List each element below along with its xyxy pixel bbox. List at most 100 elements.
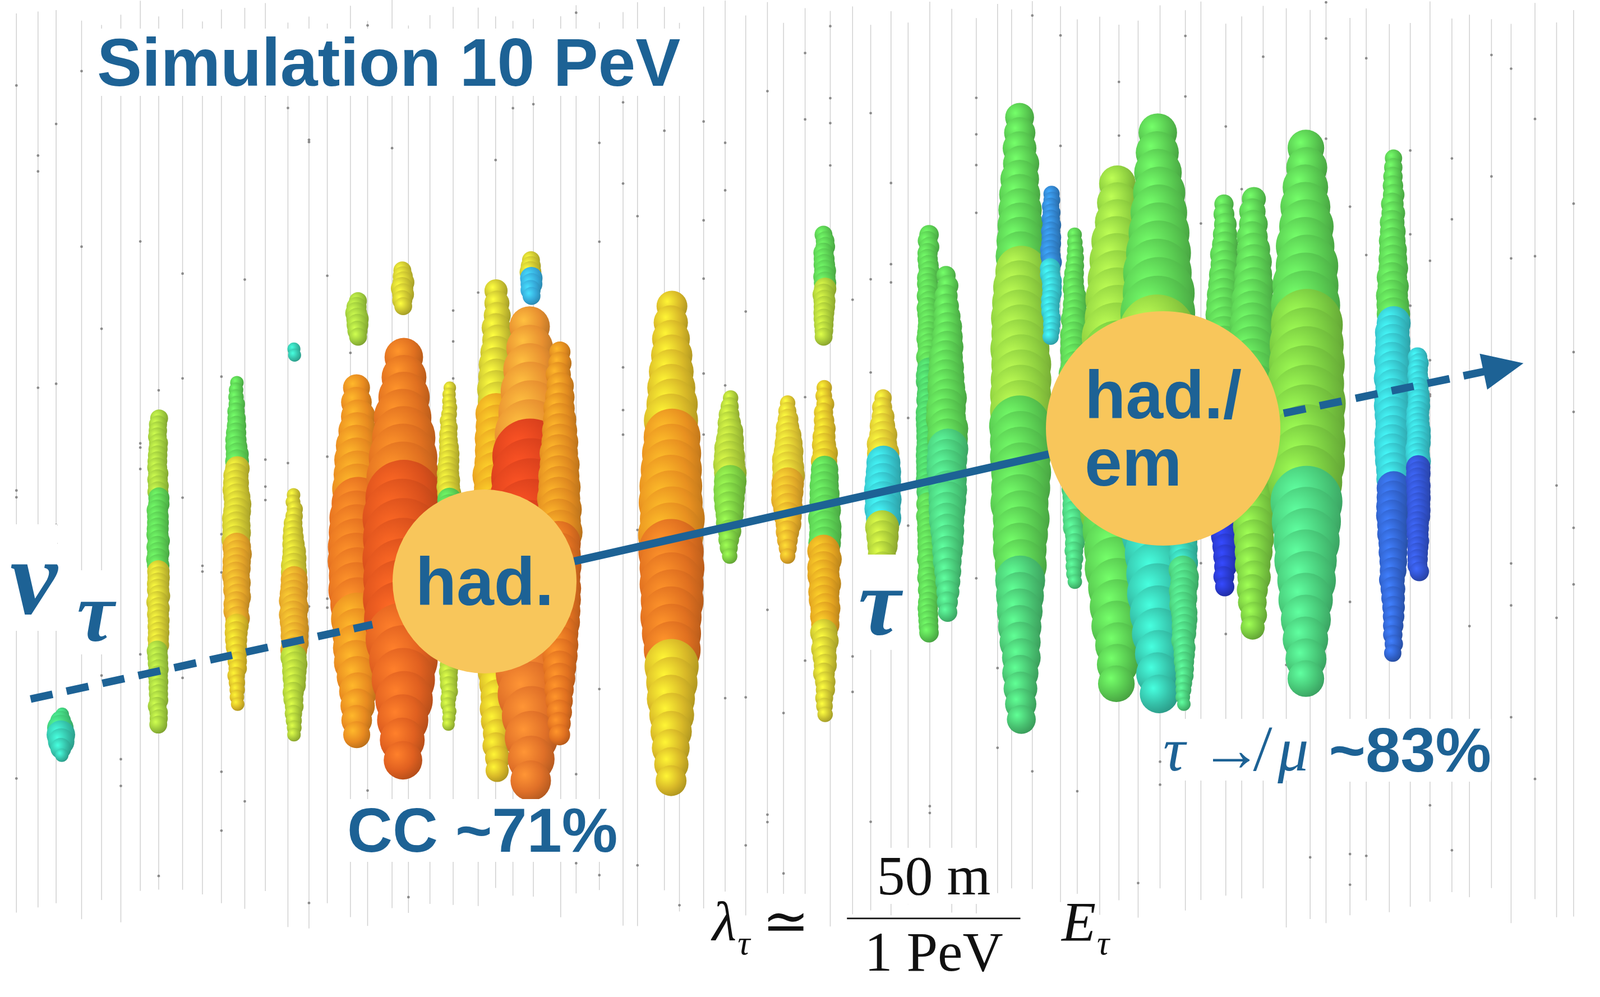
dom-hit — [1215, 577, 1235, 597]
dom-hit — [485, 758, 509, 782]
formula-operator: ≃ — [762, 893, 810, 951]
dom-dot — [744, 844, 748, 847]
dom-dot — [828, 97, 832, 100]
dom-hit — [54, 748, 69, 763]
dom-dot — [15, 777, 18, 781]
dom-dot — [889, 280, 893, 284]
circle-fill — [1045, 311, 1281, 546]
dom-dot — [1428, 358, 1432, 362]
string-line — [100, 24, 102, 900]
fraction-bar — [846, 917, 1021, 920]
dom-dot — [219, 532, 223, 536]
dom-dot — [325, 597, 329, 601]
dom-dot — [1117, 80, 1121, 84]
dom-dot — [851, 690, 855, 694]
dom-dot — [1509, 561, 1513, 565]
dom-dot — [1408, 232, 1412, 236]
dom-dot — [1450, 849, 1454, 852]
dom-dot — [1572, 351, 1576, 354]
string-line — [767, 2, 768, 894]
dom-dot — [662, 129, 666, 133]
decay-note: τ ↛ μ — [1163, 718, 1309, 781]
dom-dot — [974, 211, 978, 215]
string-line — [907, 22, 909, 905]
dom-dot — [219, 375, 223, 378]
dom-dot — [766, 608, 769, 612]
dom-hit — [1042, 328, 1059, 345]
string-line — [622, 11, 624, 926]
dom-hit — [510, 760, 551, 801]
dom-dot — [139, 446, 142, 450]
dom-hit — [1139, 674, 1179, 714]
dom-dot — [286, 461, 290, 465]
dom-dot — [390, 146, 394, 150]
string-line — [703, 6, 704, 909]
dom-dot — [851, 298, 855, 302]
dom-dot — [1059, 144, 1063, 148]
dom-hit — [149, 715, 168, 734]
string-line — [598, 22, 600, 891]
dom-dot — [621, 182, 625, 186]
dom-dot — [974, 96, 978, 100]
dom-dot — [407, 896, 410, 899]
dom-hit — [288, 348, 302, 362]
dom-dot — [1555, 483, 1558, 487]
dom-dot — [139, 441, 142, 445]
dom-dot — [1117, 134, 1121, 137]
dom-dot — [1533, 777, 1537, 781]
dom-dot — [782, 872, 786, 875]
formula-subscript: τ — [1096, 925, 1110, 961]
dom-dot — [1365, 57, 1368, 61]
dom-dot — [1199, 222, 1203, 225]
dom-dot — [702, 372, 705, 376]
dom-hit — [522, 287, 541, 306]
dom-dot — [928, 811, 932, 815]
dom-dot — [100, 327, 104, 331]
outgoing-track — [1283, 371, 1485, 414]
string-line — [804, 8, 806, 918]
dom-dot — [181, 272, 184, 276]
title: Simulation 10 PeV — [97, 28, 681, 96]
dom-hit — [549, 724, 571, 746]
dom-hit — [394, 297, 413, 316]
formula-symbol: λ — [712, 893, 737, 951]
dom-dot — [574, 861, 578, 865]
dom-dot — [974, 577, 978, 580]
string-line — [55, 10, 57, 904]
dom-hit — [1384, 644, 1402, 662]
dom-dot — [54, 382, 58, 386]
string-line — [220, 9, 222, 904]
outgoing-arrowhead — [1479, 353, 1524, 390]
dom-dot — [828, 121, 832, 125]
dom-dot — [803, 659, 807, 663]
dom-dot — [597, 687, 601, 691]
dom-dot — [1365, 253, 1368, 257]
dom-dot — [621, 366, 625, 370]
dom-hit — [780, 548, 796, 565]
dom-dot — [1509, 716, 1513, 719]
string-line — [1573, 10, 1574, 917]
dom-dot — [1348, 600, 1352, 604]
dom-dot — [1324, 137, 1328, 141]
dom-hit — [231, 697, 245, 712]
neutrino-symbol: ν — [10, 524, 58, 631]
particle-label: τ — [858, 554, 901, 650]
dom-dot — [974, 163, 978, 167]
dom-dot — [1533, 255, 1537, 258]
string-line — [139, 0, 141, 892]
dom-dot — [597, 873, 601, 877]
branching-note: ~83% — [1329, 718, 1492, 782]
dom-dot — [766, 821, 769, 824]
string-line — [1510, 23, 1512, 924]
dom-dot — [724, 141, 727, 145]
dom-hit — [1067, 574, 1083, 589]
dom-dot — [1365, 854, 1368, 858]
dom-dot — [452, 309, 455, 312]
dom-dot — [36, 154, 40, 158]
dom-dot — [452, 377, 455, 381]
dom-dot — [1490, 53, 1493, 57]
dom-dot — [906, 416, 910, 420]
dom-dot — [1348, 883, 1352, 887]
dom-dot — [119, 784, 123, 788]
